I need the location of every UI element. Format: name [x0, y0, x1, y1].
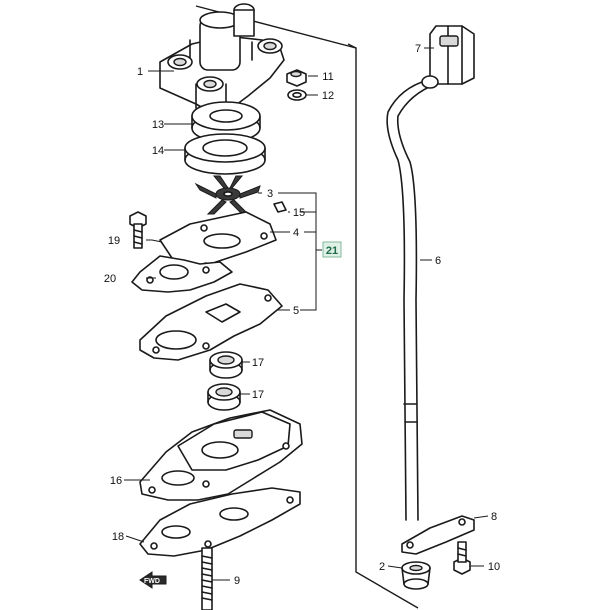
callout-18: 18 [112, 531, 124, 543]
seal-housing-gasket[interactable] [139, 487, 301, 557]
assembly-frame-right [347, 43, 357, 49]
oil-seal-lower[interactable] [207, 383, 241, 411]
washer[interactable] [287, 89, 307, 101]
callout-21: 21 [326, 245, 338, 257]
callout-17-lower: 17 [252, 389, 264, 401]
callout-7: 7 [415, 43, 421, 55]
callout-15: 15 [293, 207, 305, 219]
water-tube[interactable] [386, 75, 439, 521]
seal-housing[interactable] [139, 409, 303, 501]
stud-bolt[interactable] [201, 547, 213, 610]
callout-11: 11 [322, 71, 333, 83]
callout-6: 6 [435, 255, 441, 267]
oil-seal-upper[interactable] [209, 351, 243, 379]
callout-8: 8 [491, 511, 497, 523]
forward-label: FWD [144, 578, 160, 585]
leader-lines [124, 47, 489, 581]
tube-bracket[interactable] [401, 515, 475, 555]
callout-17-upper: 17 [252, 357, 264, 369]
nut[interactable] [286, 69, 307, 87]
callout-1: 1 [137, 66, 143, 78]
under-panel-ring[interactable] [184, 133, 266, 175]
assembly-frame [195, 5, 419, 609]
impeller-key[interactable] [273, 201, 287, 213]
callout-20: 20 [104, 273, 116, 285]
bracket-bolt[interactable] [453, 541, 471, 575]
callout-14: 14 [152, 145, 164, 157]
callout-9: 9 [234, 575, 240, 587]
callout-21-highlight [322, 241, 342, 258]
callout-10: 10 [488, 561, 500, 573]
callout-16: 16 [110, 475, 122, 487]
callout-4: 4 [293, 227, 299, 239]
callout-12: 12 [322, 90, 334, 102]
callout-labels: 1 2 3 4 5 6 7 8 9 10 11 12 13 14 15 16 1… [104, 43, 500, 587]
forward-arrow-icon: FWD [139, 571, 167, 589]
callout-19: 19 [108, 235, 120, 247]
tube-seal[interactable] [401, 561, 431, 590]
callout-13: 13 [152, 119, 164, 131]
callout-2: 2 [379, 561, 385, 573]
impeller-plate[interactable] [131, 255, 233, 293]
callout-3: 3 [267, 188, 273, 200]
bolt[interactable] [129, 211, 147, 249]
impeller[interactable] [194, 175, 261, 215]
lower-gasket[interactable] [139, 283, 283, 361]
grommet[interactable] [429, 25, 475, 85]
pump-case[interactable] [159, 3, 285, 113]
callout-5: 5 [293, 305, 299, 317]
